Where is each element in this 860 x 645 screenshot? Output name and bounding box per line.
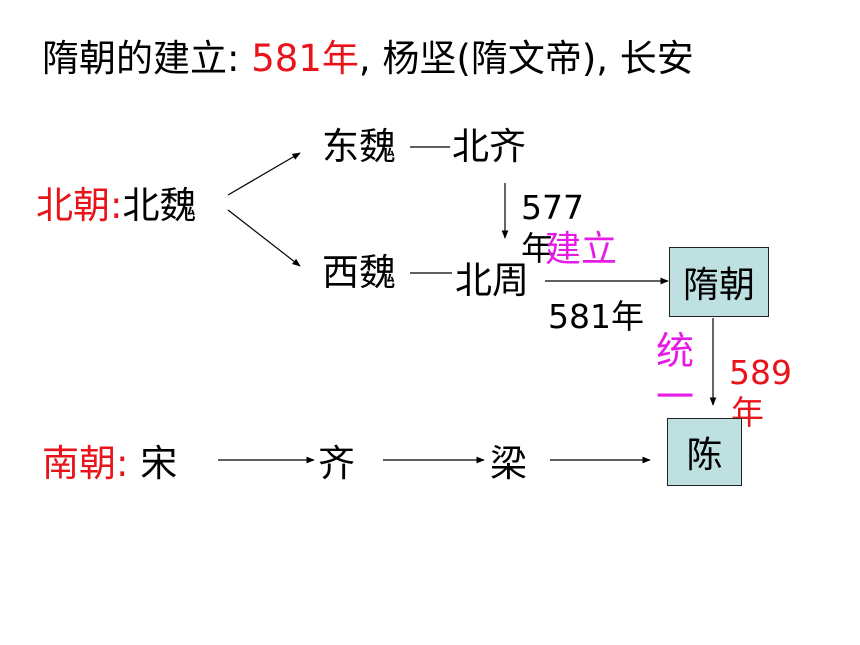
arrow-beiwei-to-xiwei <box>227 209 301 267</box>
node-chen: 陈 <box>667 418 742 486</box>
page-title: 隋朝的建立: 581年, 杨坚(隋文帝), 长安 <box>42 40 694 77</box>
node-sui: 隋朝 <box>669 247 769 317</box>
node-sui-label: 隋朝 <box>682 265 755 306</box>
title-year: 581年 <box>251 37 359 80</box>
node-song: 宋 <box>140 442 178 485</box>
node-dongwei: 东魏 <box>322 125 396 168</box>
node-chen-label: 陈 <box>686 435 723 476</box>
establish-label: 建立 <box>545 229 618 270</box>
year-577-unit: 年 <box>521 229 554 268</box>
south-label-row: 南朝: 宋 <box>42 445 177 482</box>
south-label: 南朝: <box>42 442 129 485</box>
node-beizhou: 北周 <box>455 259 529 302</box>
north-label-row: 北朝:北魏 <box>36 187 196 224</box>
establish-year: 581年 <box>548 297 644 336</box>
node-liang: 梁 <box>490 442 527 485</box>
node-beiwei: 北魏 <box>122 184 197 227</box>
year-589: 589 <box>729 353 792 392</box>
node-beiqi: 北齐 <box>452 125 526 168</box>
node-xiwei: 西魏 <box>322 251 396 294</box>
title-suffix: , 杨坚(隋文帝), 长安 <box>358 37 694 80</box>
title-prefix: 隋朝的建立: <box>42 37 252 80</box>
unify-char-1: 统 <box>656 329 695 373</box>
unify-char-2: 一 <box>656 375 695 419</box>
arrow-beiwei-to-dongwei <box>227 152 301 196</box>
year-577: 577 <box>521 188 584 227</box>
north-label: 北朝: <box>36 184 123 227</box>
node-south-qi: 齐 <box>318 442 355 485</box>
